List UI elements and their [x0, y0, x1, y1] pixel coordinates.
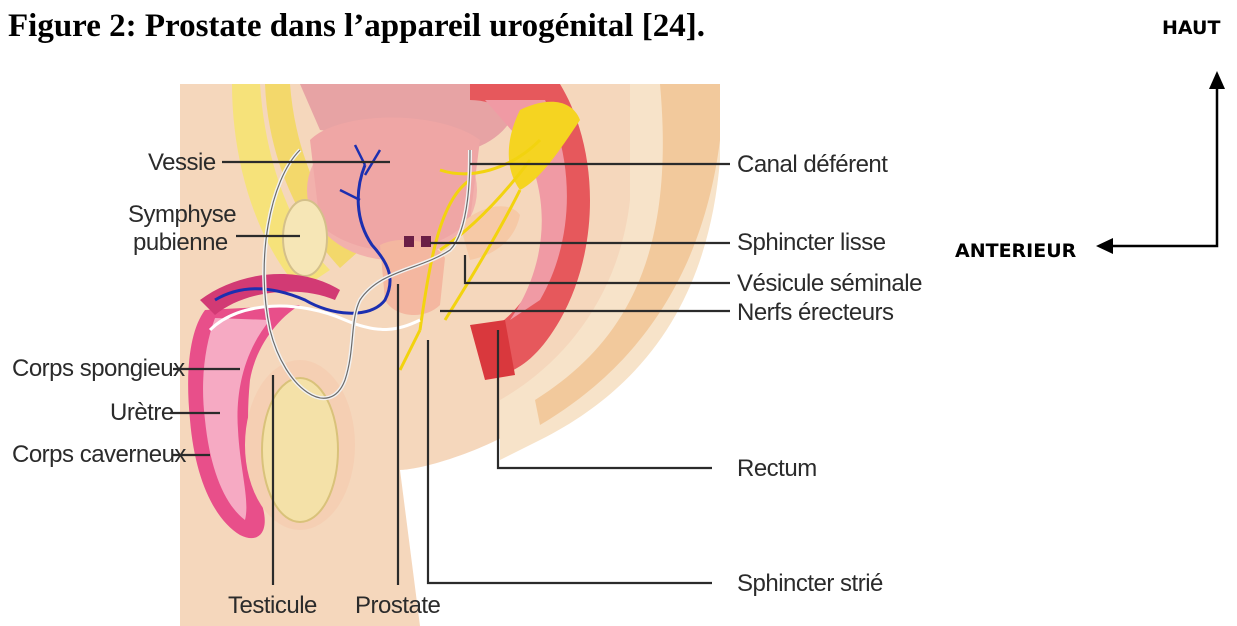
label-corps-spongieux: Corps spongieux	[12, 355, 185, 382]
label-rectum: Rectum	[737, 455, 817, 482]
label-vesicule-seminale: Vésicule séminale	[737, 270, 922, 297]
label-symphyse-line2: pubienne	[133, 229, 228, 256]
label-corps-caverneux: Corps caverneux	[12, 441, 186, 468]
label-prostate: Prostate	[355, 592, 441, 619]
label-sphincter-lisse: Sphincter lisse	[737, 229, 886, 256]
label-sphincter-strie: Sphincter strié	[737, 570, 883, 597]
label-symphyse-line1: Symphyse	[128, 201, 236, 228]
orientation-arrow-icon	[1096, 71, 1225, 254]
label-nerfs-erecteurs: Nerfs érecteurs	[737, 299, 894, 326]
label-vessie: Vessie	[148, 149, 216, 176]
label-canal-deferent: Canal déférent	[737, 151, 888, 178]
label-testicule: Testicule	[228, 592, 317, 619]
label-uretre: Urètre	[110, 399, 174, 426]
anatomy-illustration	[180, 84, 720, 626]
